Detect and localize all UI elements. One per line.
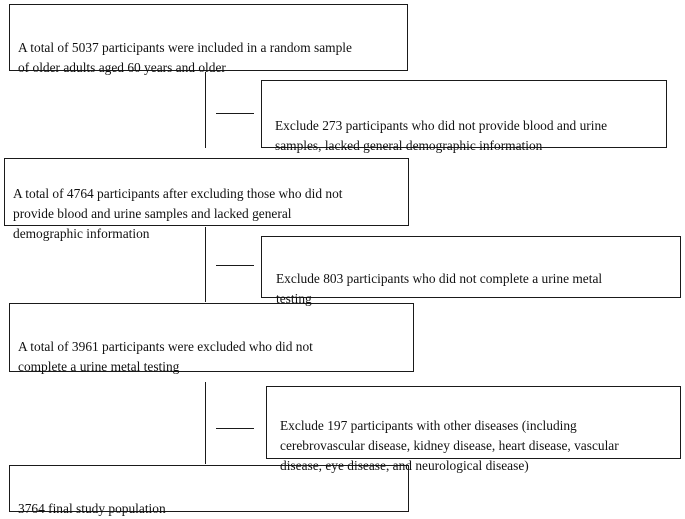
connector-horizontal-3: [216, 428, 254, 429]
exclusion-box-3-text: Exclude 197 participants with other dise…: [280, 418, 619, 473]
exclusion-box-1-text: Exclude 273 participants who did not pro…: [275, 118, 608, 153]
flow-step-3: A total of 3961 participants were exclud…: [9, 303, 414, 374]
connector-horizontal-1: [216, 113, 254, 114]
flow-step-1-text: A total of 5037 participants were includ…: [18, 40, 352, 75]
exclusion-box-1: Exclude 273 participants who did not pro…: [261, 80, 667, 153]
flow-step-3-text: A total of 3961 participants were exclud…: [18, 339, 313, 374]
flow-step-4-text: 3764 final study population: [18, 501, 166, 516]
exclusion-box-2-text: Exclude 803 participants who did not com…: [276, 271, 603, 306]
exclusion-box-3: Exclude 197 participants with other dise…: [266, 386, 681, 473]
connector-vertical-1: [205, 72, 206, 148]
exclusion-box-2: Exclude 803 participants who did not com…: [261, 236, 681, 306]
flow-step-2: A total of 4764 participants after exclu…: [4, 158, 409, 241]
connector-vertical-2: [205, 227, 206, 302]
connector-horizontal-2: [216, 265, 254, 266]
flow-step-2-text: A total of 4764 participants after exclu…: [13, 186, 343, 241]
flow-step-4: 3764 final study population: [9, 465, 409, 516]
flow-step-1: A total of 5037 participants were includ…: [9, 4, 408, 75]
connector-vertical-3: [205, 382, 206, 464]
